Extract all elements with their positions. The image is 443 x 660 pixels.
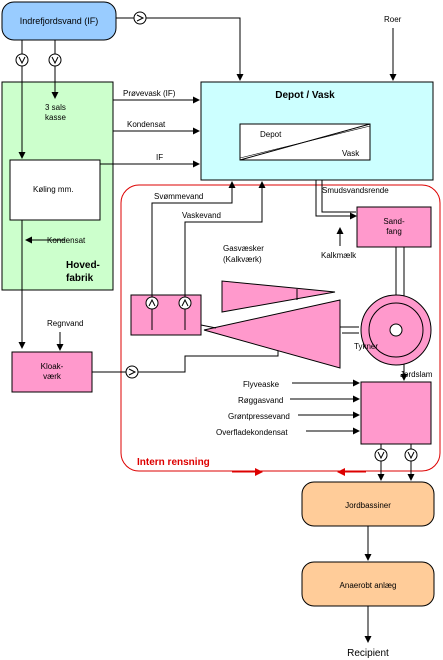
kloakvaerk-label-2: værk [43,372,62,381]
hovedfabrik-label-1: Hoved- [66,260,100,271]
clarifier-wedge [203,299,341,369]
anaerobt-label: Anaerobt anlæg [340,581,397,590]
intern-rensning-boundary [120,184,441,472]
sandfang-label-2: fang [386,227,402,236]
hovedfabrik-label-2: fabrik [66,273,94,284]
salskasse-label-1: 3 sals [45,103,66,112]
pump-svommevand [145,296,159,310]
svommevand-label: Svømmevand [154,192,203,201]
pump-if-left [15,53,29,67]
roggasvand-label: Røggasvand [238,396,283,405]
intern-rensning-label: Intern rensning [137,457,210,468]
jordbassiner-label: Jordbassiner [345,501,391,510]
recipient-label: Recipient [347,648,389,659]
pump-basin-right [404,448,418,462]
smudsvandsrende-label: Smudsvandsrende [322,186,389,195]
tykner-inner [389,323,403,337]
vask-inner-label: Vask [342,149,360,158]
depot-inner-label: Depot [260,130,282,139]
indrefjordsvand-box [1,1,117,41]
pump-vaskevand [178,296,192,310]
overfladekondensat-label: Overfladekondensat [216,428,288,437]
gasvaesker-label-1: Gasvæsker [223,244,264,253]
pump-if-top [133,11,147,25]
tykner-label: Tykner [354,342,378,351]
pump-if-right [48,53,62,67]
regnvand-label: Regnvand [47,319,83,328]
pump-basin-left [374,448,388,462]
kalkmaelk-label: Kalkmælk [321,251,357,260]
sandfang-box [356,206,432,248]
indrefjordsvand-label: Indrefjordsvand (IF) [20,16,99,26]
kondensat-internal-label: Kondensat [47,236,86,245]
collection-basin [360,381,432,445]
gasvaesker-label-2: (Kalkværk) [223,255,262,264]
sandfang-label-1: Sand- [383,217,405,226]
kondensat-label: Kondensat [127,120,166,129]
kloakvaerk-label-1: Kloak- [41,362,64,371]
kloakvaerk-box [11,351,93,393]
depot-vask-title: Depot / Vask [275,90,335,101]
vaskevand-label: Vaskevand [182,211,221,220]
salskasse-label-2: kasse [45,113,66,122]
pump-kloak [125,365,139,379]
roer-label: Roer [384,15,402,24]
koling-label: Køling mm. [33,185,73,194]
if-label: IF [156,153,163,162]
koling-box [9,159,101,221]
gronpressevand-label: Grøntpressevand [228,412,290,421]
gasvaesker-wedge [221,280,336,313]
flyveaske-label: Flyveaske [243,380,280,389]
provevask-label: Prøvevask (IF) [123,89,176,98]
jordslam-label: Jordslam [400,370,433,379]
